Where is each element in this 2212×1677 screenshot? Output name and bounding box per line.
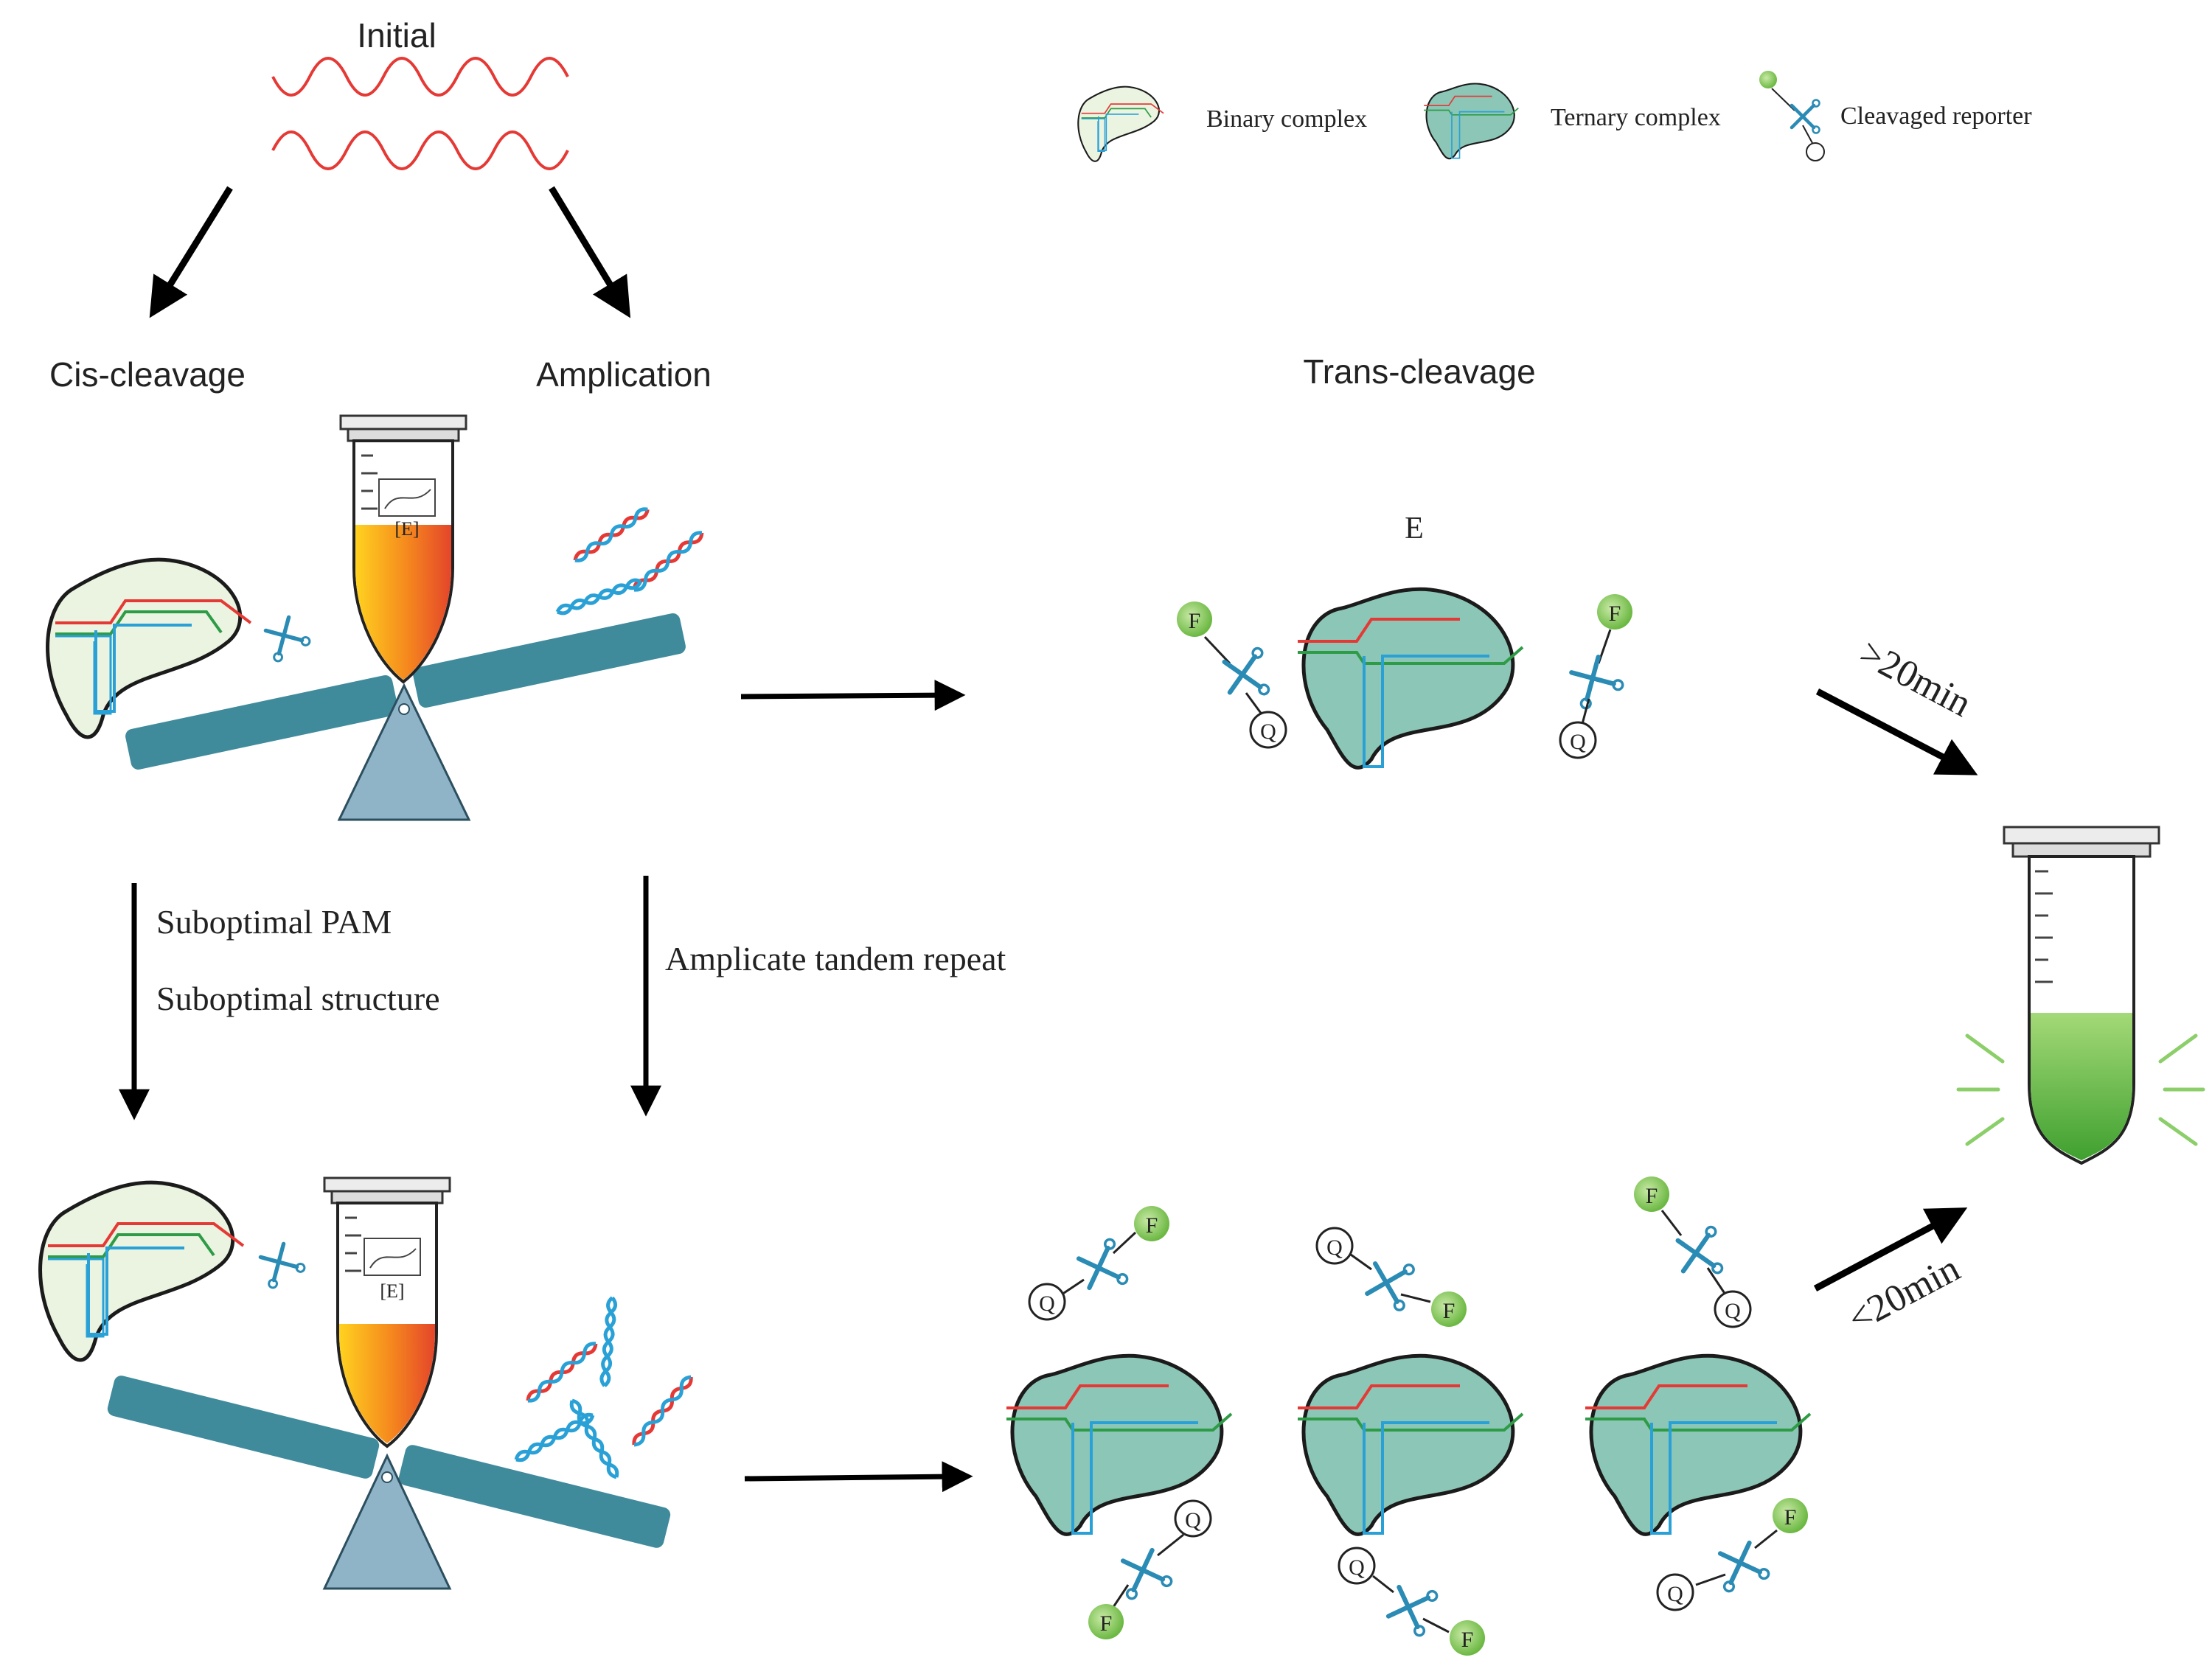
ternary-complex-top xyxy=(1298,589,1523,767)
legend-reporter-label: Cleavaged reporter xyxy=(1840,102,2032,130)
reporter-top-right: F Q xyxy=(1559,594,1632,759)
seesaw-bottom xyxy=(107,1376,671,1590)
svg-text:F: F xyxy=(1784,1505,1797,1530)
reporter-bottom-5: Q F xyxy=(1338,1547,1485,1656)
seesaw-bottom-fulcrum xyxy=(322,1453,452,1590)
svg-text:F: F xyxy=(1609,602,1621,626)
arrow-to-trans-top xyxy=(740,680,966,711)
legend-ternary-icon xyxy=(1423,83,1520,160)
seesaw-top xyxy=(125,613,686,821)
seesaw-top-beam-left xyxy=(125,675,398,770)
arrow-to-cis xyxy=(149,186,233,318)
seesaw-bottom-beam-left xyxy=(107,1376,380,1479)
tube-top: [E] xyxy=(339,414,467,684)
binary-complex-bottom xyxy=(41,1182,243,1360)
label-amplicate-tandem-repeat: Amplicate tandem repeat xyxy=(665,940,1006,977)
svg-text:Q: Q xyxy=(1725,1299,1741,1323)
tube-top-label: [E] xyxy=(394,518,419,540)
legend-binary-label: Binary complex xyxy=(1206,105,1367,133)
svg-text:Q: Q xyxy=(1349,1555,1365,1580)
svg-text:F: F xyxy=(1100,1611,1113,1636)
svg-text:F: F xyxy=(1461,1628,1474,1652)
glow-rays-icon xyxy=(1956,1033,2205,1146)
svg-text:F: F xyxy=(1443,1299,1455,1323)
reporter-bottom-4: Q F xyxy=(1088,1499,1212,1639)
tube-bottom: [E] xyxy=(323,1176,451,1448)
scissors-icon-top-cis xyxy=(260,614,311,663)
ternary-complex-bottom-2 xyxy=(1298,1356,1523,1534)
reporter-bottom-6: F Q xyxy=(1656,1498,1808,1611)
amplicons-bottom xyxy=(515,1297,694,1479)
result-tube xyxy=(2003,826,2160,1165)
legend-ternary-label: Ternary complex xyxy=(1551,104,1721,131)
label-suboptimal-pam: Suboptimal PAM xyxy=(156,903,392,941)
svg-text:F: F xyxy=(1146,1213,1158,1238)
tube-bottom-label: [E] xyxy=(380,1280,404,1302)
arrow-slow xyxy=(1815,688,1978,775)
arrow-to-amp xyxy=(549,186,631,318)
svg-text:Q: Q xyxy=(1667,1582,1683,1606)
label-suboptimal-structure: Suboptimal structure xyxy=(156,980,440,1017)
label-time-slow: >20min xyxy=(1853,632,1978,725)
amplicons-top xyxy=(556,506,704,616)
reporter-bottom-1: F Q xyxy=(1028,1206,1169,1321)
scissors-icon-bottom-cis xyxy=(255,1241,306,1289)
initial-dna-helix-icon xyxy=(271,57,569,170)
arrow-fast xyxy=(1813,1207,1968,1291)
svg-text:Q: Q xyxy=(1185,1508,1201,1533)
seesaw-top-fulcrum xyxy=(337,683,471,821)
seesaw-bottom-beam-right xyxy=(398,1445,671,1548)
svg-text:Q: Q xyxy=(1260,719,1276,744)
reporter-bottom-2: Q F xyxy=(1315,1227,1467,1327)
legend-binary-icon xyxy=(1077,86,1165,162)
svg-text:Q: Q xyxy=(1039,1291,1055,1316)
svg-text:F: F xyxy=(1646,1184,1658,1208)
label-cis-cleavage: Cis-cleavage xyxy=(49,355,246,394)
arrow-to-trans-bottom xyxy=(744,1461,973,1493)
label-amplication: Amplication xyxy=(536,355,712,394)
seesaw-top-beam-right xyxy=(413,613,686,708)
svg-text:Q: Q xyxy=(1570,730,1586,754)
reporter-top-left: F Q xyxy=(1177,602,1287,749)
legend-reporter-icon xyxy=(1759,71,1825,161)
svg-text:Q: Q xyxy=(1326,1235,1343,1260)
title-initial: Initial xyxy=(357,16,436,55)
svg-text:F: F xyxy=(1189,609,1201,633)
label-trans-cleavage: Trans-cleavage xyxy=(1303,352,1535,391)
reporter-bottom-3: F Q xyxy=(1634,1176,1752,1328)
label-e: E xyxy=(1405,512,1424,545)
